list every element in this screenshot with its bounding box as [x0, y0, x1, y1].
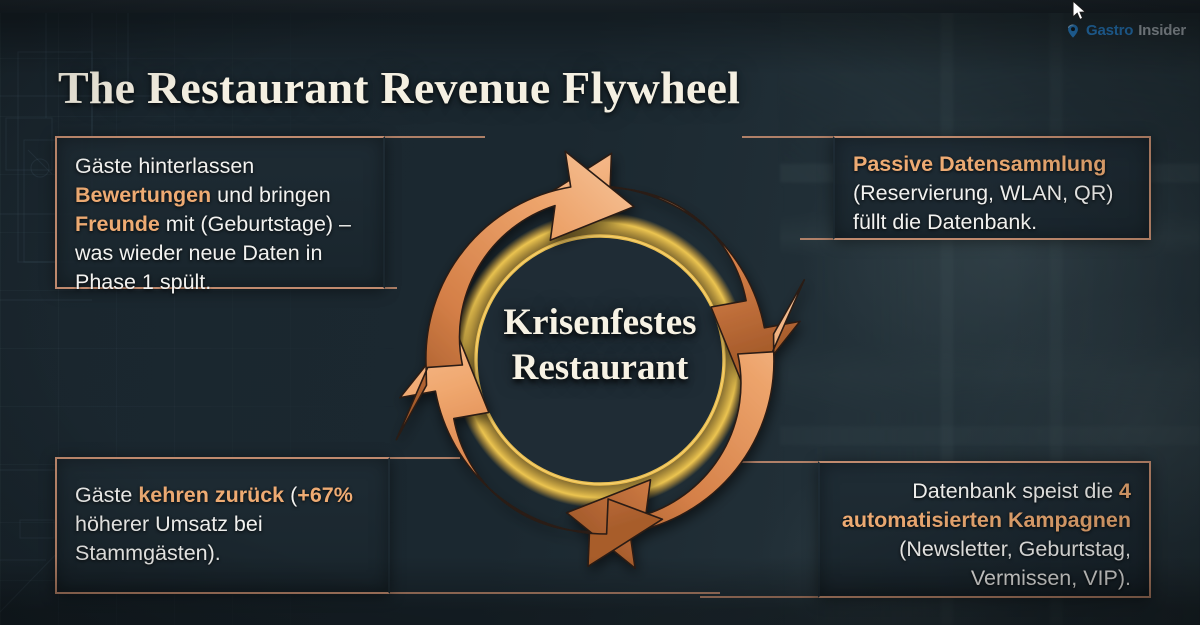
flywheel-arrow-bottom-right — [565, 279, 806, 570]
flywheel-diagram — [395, 150, 806, 570]
page-title: The Restaurant Revenue Flywheel — [58, 61, 741, 113]
body-text: höherer Umsatz bei Stammgästen). — [75, 512, 263, 565]
highlighted-text: Passive Datensammlung — [853, 152, 1107, 176]
highlighted-text: Freunde — [75, 212, 160, 236]
body-text: (Newsletter, Geburtstag, Vermissen, VIP)… — [899, 537, 1131, 590]
connector-rail-top-right-lower — [800, 238, 833, 240]
hub-ring-highlight — [475, 235, 725, 485]
highlighted-text: Bewertungen — [75, 183, 212, 207]
callout-bottom-left[interactable]: Gäste kehren zurück (+67% höherer Umsatz… — [55, 457, 390, 594]
connector-rail-top-right-upper — [742, 136, 833, 138]
connector-rail-bottom-right-upper — [726, 461, 818, 463]
body-text: Gäste hinterlassen — [75, 154, 255, 178]
highlighted-text: kehren zurück — [138, 483, 285, 507]
body-text: ( — [284, 483, 298, 507]
highlighted-text: 4 automatisierten Kampagnen — [841, 479, 1131, 532]
mouse-pointer-icon — [1072, 0, 1087, 21]
body-text: Datenbank speist die — [912, 479, 1120, 503]
brand-name-secondary: Insider — [1138, 22, 1186, 39]
body-text: und bringen — [211, 183, 331, 207]
callout-top-right[interactable]: Passive Datensammlung (Reservierung, WLA… — [833, 136, 1151, 240]
location-pin-icon — [1067, 23, 1078, 38]
callout-top-left[interactable]: Gäste hinterlassen Bewertungen und bring… — [55, 136, 385, 294]
flywheel-arrow-top-right — [536, 152, 801, 392]
flywheel-arrow-bottom-left — [399, 328, 664, 568]
hub-disc — [476, 236, 724, 484]
connector-rail-top-left-lower — [385, 287, 397, 289]
window-top-strip — [0, 0, 1200, 13]
body-text: (Reservierung, WLAN, QR) füllt die Daten… — [853, 181, 1114, 234]
connector-rail-bottom-right-lower — [700, 596, 818, 598]
highlighted-text: +67% — [297, 483, 353, 507]
callout-bottom-right[interactable]: Datenbank speist die 4 automatisierten K… — [818, 461, 1151, 598]
body-text: Gäste — [75, 483, 139, 507]
connector-rail-top-left-upper — [385, 136, 485, 138]
brand-name-primary: Gastro — [1086, 22, 1134, 39]
flywheel-arrow-top-left — [395, 150, 635, 441]
connector-rail-bottom-left-upper — [390, 457, 460, 459]
body-text: mit (Geburtstage) – was wieder neue Date… — [75, 212, 352, 294]
connector-rail-bottom-left-lower — [390, 592, 720, 594]
